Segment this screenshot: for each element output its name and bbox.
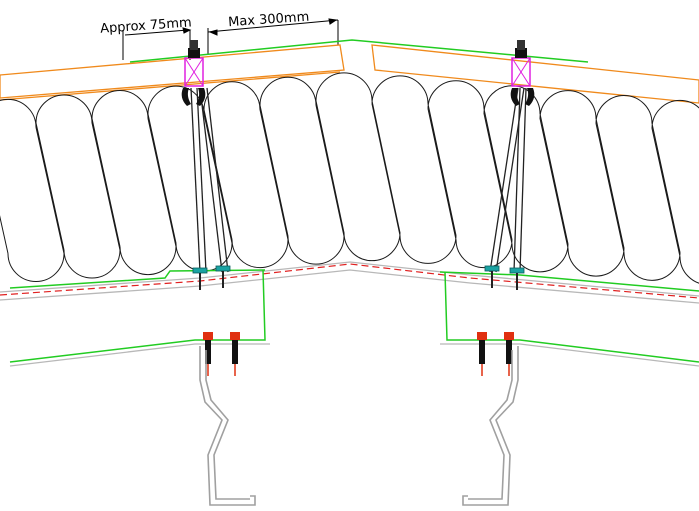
- outer-membrane-green: [129, 39, 589, 63]
- board-left-orange: [0, 44, 345, 101]
- purlin-fixings: [203, 332, 514, 376]
- z-purlin-right: [462, 346, 519, 506]
- fixing-heads-black: [181, 88, 535, 106]
- insulation-quilt: [0, 72, 699, 284]
- spacer-bracket-right: [511, 40, 531, 87]
- liner-washers-cyan: [192, 265, 525, 274]
- liner-gray-lower: [9, 343, 699, 367]
- board-right-orange: [371, 44, 699, 104]
- spacer-bracket-left: [184, 40, 204, 87]
- long-fixings: [190, 87, 527, 273]
- max-300mm-label: Max 300mm: [228, 10, 310, 31]
- liner-sheet-gray: [0, 261, 699, 304]
- dimension-annotations: [122, 18, 339, 60]
- z-purlin-left: [199, 346, 256, 506]
- vapour-control-layer-red: [0, 263, 699, 299]
- approx-75mm-label: Approx 75mm: [100, 15, 193, 36]
- liner-fixing-stems: [199, 271, 518, 290]
